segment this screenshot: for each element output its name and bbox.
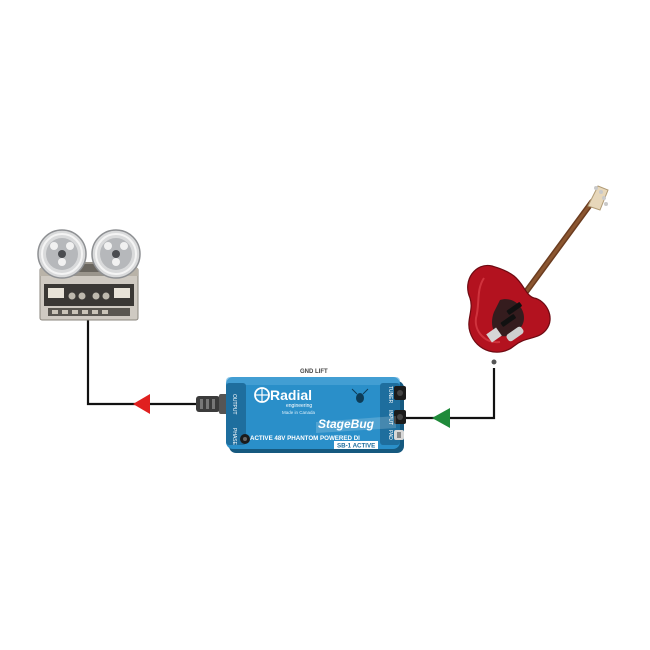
- phase-label: PHASE: [231, 428, 237, 446]
- tuner-jack[interactable]: [394, 386, 406, 400]
- reel-to-reel-tape-machine: [37, 229, 141, 321]
- device-description: ACTIVE 48V PHANTOM POWERED DI: [250, 435, 360, 442]
- model-name: StageBug: [318, 417, 375, 431]
- radial-logo: Radial engineering Made in Canada: [254, 387, 316, 415]
- brand-name: Radial: [270, 387, 312, 403]
- made-in-label: Made in Canada: [282, 410, 316, 415]
- bug-icon: [351, 388, 369, 403]
- input-arrow-icon: [432, 408, 450, 428]
- brand-subtitle: engineering: [286, 403, 312, 409]
- output-arrow-icon: [133, 394, 150, 414]
- cable-tape-to-di: [86, 318, 200, 406]
- output-label: OUTPUT: [231, 394, 237, 415]
- xlr-connector: [196, 394, 229, 414]
- model-badge: SB-1 ACTIVE: [337, 443, 375, 450]
- tuner-label: TUNER: [387, 386, 393, 404]
- gnd-lift-label: GND LIFT: [300, 369, 328, 375]
- pad-switch[interactable]: [394, 430, 404, 440]
- phase-switch[interactable]: [240, 434, 250, 444]
- input-jack[interactable]: [394, 410, 406, 424]
- pad-label: PAD: [387, 430, 393, 440]
- bass-guitar: [467, 185, 609, 365]
- di-box: OUTPUT PHASE TUNER INPUT PAD GND LIFT: [226, 369, 406, 453]
- left-reel-icon: [37, 229, 87, 279]
- right-reel-icon: [91, 229, 141, 279]
- input-label: INPUT: [387, 410, 393, 425]
